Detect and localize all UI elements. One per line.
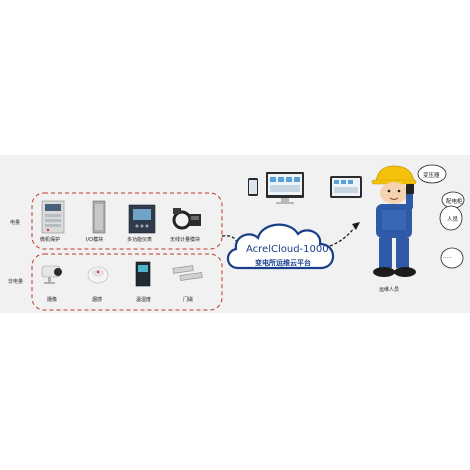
electric-group-label: 电量 (10, 220, 21, 226)
terminals-illustration (248, 172, 362, 204)
bubble-personnel (439, 205, 463, 231)
thermo-hygrometer-icon (135, 261, 151, 287)
maintenance-worker-illustration (371, 165, 417, 277)
arrow-to-cloud (221, 235, 239, 247)
helmet-icon (375, 165, 415, 183)
bubble-text: ..... (443, 254, 452, 260)
bubble-text: 人员 (447, 217, 459, 223)
speech-bubbles (417, 164, 465, 269)
arrow-head (352, 222, 360, 230)
bubble-more (440, 247, 464, 269)
nonelectric-group-box (31, 253, 223, 311)
multifunction-meter-icon (128, 204, 156, 234)
device-label: 烟感 (92, 297, 103, 303)
protection-relay-icon (41, 200, 65, 234)
cloud-subtitle: 变电所运维云平台 (255, 259, 311, 267)
phone-icon (248, 178, 258, 196)
device-label: 无线计量模块 (170, 237, 201, 243)
electric-group-box (31, 192, 223, 250)
worker-label: 运维人员 (379, 287, 400, 293)
arrow-to-worker (329, 227, 355, 247)
bubble-transformer (417, 164, 447, 184)
device-label: 门磁 (183, 297, 194, 303)
monitor-icon (266, 172, 304, 204)
door-magnet-icon (172, 265, 203, 281)
io-module-icon (92, 200, 106, 234)
device-label: I/O模块 (86, 237, 104, 243)
wireless-meter-icon (172, 208, 201, 230)
cloud-title: AcrelCloud-1000 (246, 244, 329, 255)
bubble-text: 配电柜 (446, 199, 463, 205)
device-label: 多功能仪表 (127, 237, 153, 243)
cloud-shape (226, 223, 335, 270)
bubble-text: 变压器 (423, 173, 440, 179)
device-label: 摄像 (47, 297, 58, 303)
tablet-icon (330, 176, 362, 198)
device-label: 温湿度 (136, 297, 152, 303)
camera-icon (41, 265, 62, 284)
smoke-sensor-icon (87, 266, 109, 284)
device-label: 微机保护 (40, 237, 61, 243)
nonelectric-group-label: 非电量 (8, 279, 24, 285)
